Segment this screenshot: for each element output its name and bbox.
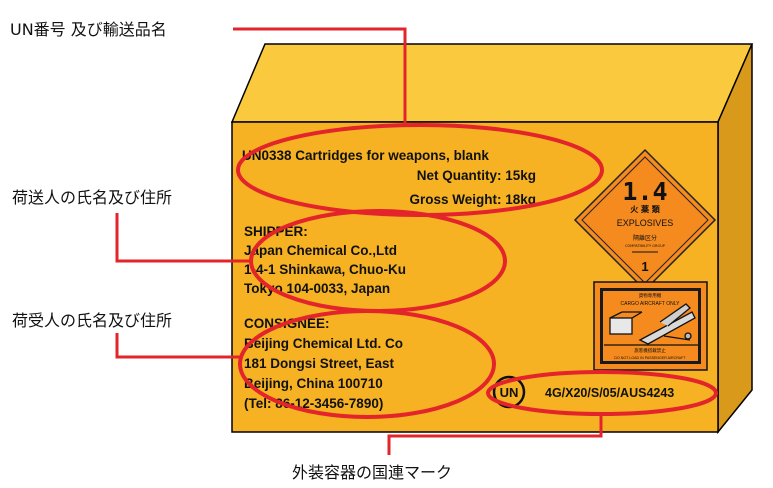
leader-un-mark — [387, 414, 603, 455]
cargo-aircraft-only-label: 貨物専用機 CARGO AIRCRAFT ONLY 旅客機搭載禁止 DO NOT… — [593, 281, 708, 371]
hazard-class-number: 1 — [641, 259, 648, 274]
un-line: UN0338 Cartridges for weapons, blank — [242, 148, 489, 163]
hazard-division: 1.4 — [622, 177, 667, 206]
leader-un-number — [233, 27, 407, 125]
consignee-telephone: (Tel: 86-12-3456-7890) — [244, 396, 383, 411]
hazard-compat-jp: 隔離区分 — [633, 234, 657, 242]
aircraft-icon — [604, 303, 698, 346]
hazard-class-name: EXPLOSIVES — [617, 218, 674, 228]
un-specification-code: 4G/X20/S/05/AUS4243 — [545, 386, 674, 400]
callout-consignee: 荷受人の氏名及び住所 — [12, 311, 172, 330]
cao-top-jp: 貨物専用機 — [639, 292, 662, 299]
leader-consignee — [115, 333, 240, 359]
hazard-compat-en: COMPATIBILITY GROUP — [625, 244, 665, 248]
consignee-address-line1: 181 Dongsi Street, East — [244, 356, 395, 371]
highlight-consignee — [238, 309, 496, 419]
shipper-address-line1: 1-4-1 Shinkawa, Chuo-Ku — [244, 262, 406, 277]
net-quantity: Net Quantity: 15kg — [417, 168, 536, 183]
callout-shipper: 荷送人の氏名及び住所 — [12, 188, 172, 207]
shipper-name: Japan Chemical Co.,Ltd — [244, 243, 397, 258]
callout-un-number: UN番号 及び輸送品名 — [10, 20, 167, 39]
svg-text:UN: UN — [500, 385, 519, 400]
gross-weight: Gross Weight: 18kg — [409, 192, 536, 207]
cao-bottom-en: DO NOT LOAD IN PASSENGER AIRCRAFT — [614, 356, 686, 360]
consignee-address-line2: Beijing, China 100710 — [244, 376, 383, 391]
hazard-label-explosives: 1.4 火 薬 類 EXPLOSIVES 隔離区分 COMPATIBILITY … — [573, 148, 717, 292]
hazard-japanese: 火 薬 類 — [630, 204, 661, 214]
cao-bottom-jp: 旅客機搭載禁止 — [634, 347, 666, 354]
consignee-name: Beijing Chemical Ltd. Co — [244, 336, 403, 351]
leader-shipper — [115, 213, 251, 263]
box-top-face — [230, 43, 754, 123]
callout-packaging-mark: 外装容器の国連マーク — [292, 463, 452, 482]
cao-title: CARGO AIRCRAFT ONLY — [621, 301, 681, 307]
